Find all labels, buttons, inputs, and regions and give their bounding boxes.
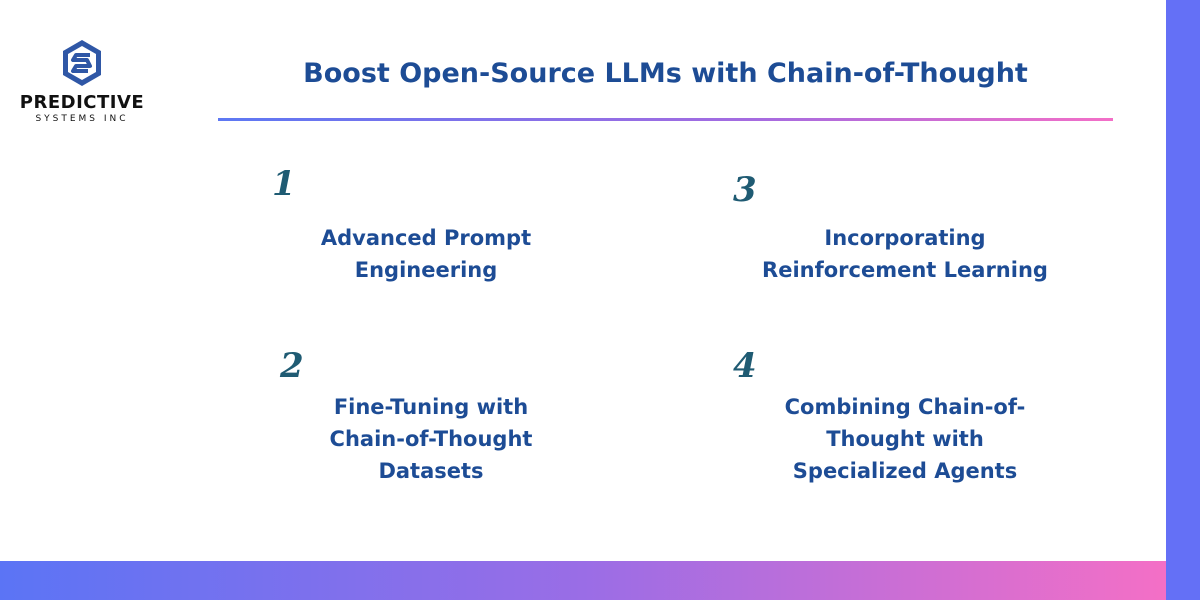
brand-name: PREDICTIVE xyxy=(19,92,145,113)
item-reinforcement-learning: Incorporating Reinforcement Learning xyxy=(715,222,1095,286)
item-line: Combining Chain-of- xyxy=(784,395,1026,419)
item-line: Chain-of-Thought xyxy=(329,427,533,451)
item-line: Incorporating xyxy=(824,226,986,250)
item-line: Specialized Agents xyxy=(792,459,1018,483)
bottom-gradient-band xyxy=(0,561,1166,600)
item-number-4: 4 xyxy=(733,346,757,386)
right-accent-band xyxy=(1166,0,1200,600)
item-line: Engineering xyxy=(354,258,498,282)
hexagon-logo-icon xyxy=(63,40,101,86)
item-fine-tuning: Fine-Tuning with Chain-of-Thought Datase… xyxy=(276,391,586,487)
page-title: Boost Open-Source LLMs with Chain-of-Tho… xyxy=(303,58,1028,89)
item-line: Advanced Prompt xyxy=(320,226,532,250)
item-specialized-agents: Combining Chain-of- Thought with Special… xyxy=(715,391,1095,487)
company-logo: PREDICTIVE SYSTEMS INC xyxy=(16,38,148,130)
item-number-2: 2 xyxy=(280,346,304,386)
title-divider xyxy=(218,118,1113,121)
brand-subtitle: SYSTEMS INC xyxy=(35,114,129,124)
item-line: Datasets xyxy=(378,459,484,483)
item-line: Thought with xyxy=(826,427,984,451)
item-number-1: 1 xyxy=(272,164,296,204)
item-line: Reinforcement Learning xyxy=(762,258,1048,282)
item-number-3: 3 xyxy=(733,170,757,210)
item-advanced-prompt-engineering: Advanced Prompt Engineering xyxy=(276,222,576,286)
item-line: Fine-Tuning with xyxy=(333,395,529,419)
